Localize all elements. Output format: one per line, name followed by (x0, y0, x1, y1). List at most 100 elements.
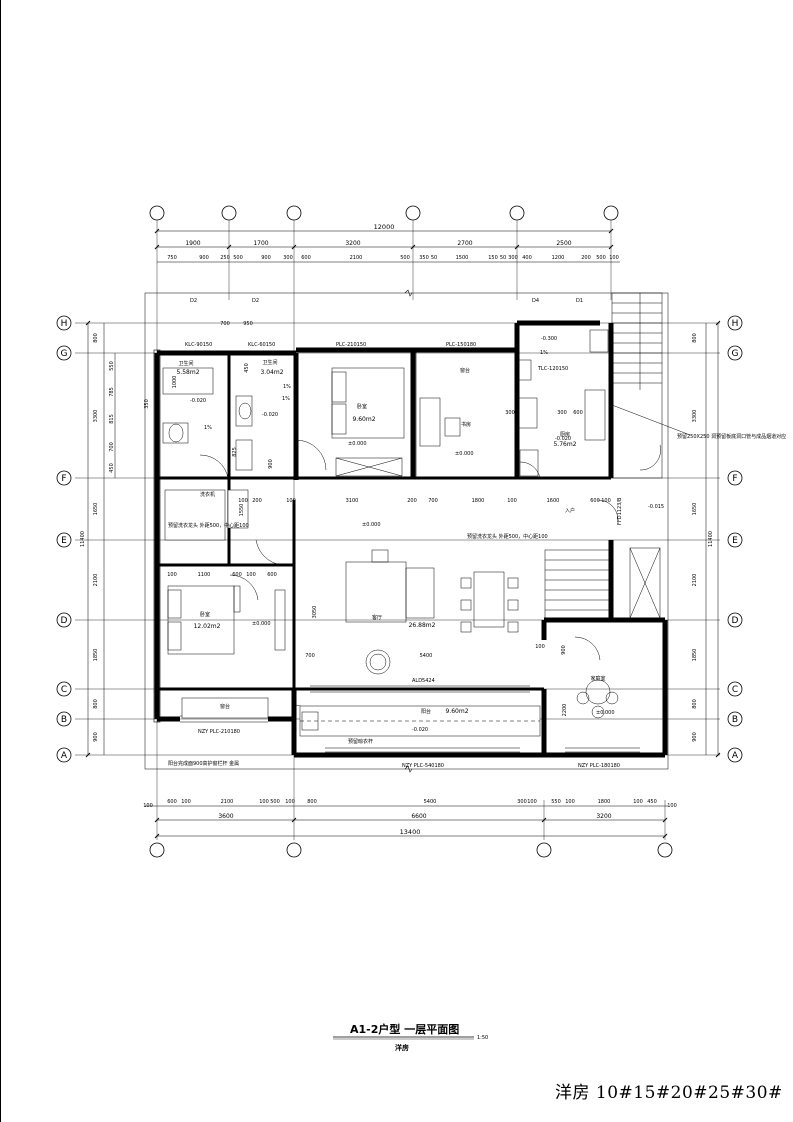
svg-text:450: 450 (109, 463, 115, 473)
svg-text:1000: 1000 (172, 376, 178, 389)
svg-text:300: 300 (508, 255, 518, 261)
svg-text:KLC-90150: KLC-90150 (185, 342, 212, 348)
svg-text:D4: D4 (532, 298, 539, 304)
drawing-subtitle: 洋房 (395, 1043, 409, 1052)
grid-label-g-left: G (61, 349, 68, 359)
svg-text:825: 825 (232, 447, 238, 457)
svg-text:3600: 3600 (218, 813, 233, 820)
svg-text:1650: 1650 (692, 503, 698, 516)
svg-text:±0.000: ±0.000 (455, 451, 474, 457)
svg-text:100: 100 (667, 803, 677, 809)
grid-label-f-right: F (732, 474, 737, 484)
svg-text:2200: 2200 (562, 704, 568, 717)
svg-text:300: 300 (283, 255, 293, 261)
grid-label-e-right: E (732, 536, 738, 546)
interior-dims: 100 200 100 3100 200 700 1800 100 1600 6… (144, 321, 611, 716)
svg-text:600: 600 (590, 498, 600, 504)
svg-text:NZY PLC-540180: NZY PLC-540180 (402, 763, 444, 769)
svg-text:950: 950 (243, 321, 253, 327)
svg-text:PLC-210150: PLC-210150 (336, 342, 366, 348)
drawing-title: A1-2户型 一层平面图 (350, 1022, 459, 1036)
svg-text:50: 50 (500, 255, 506, 261)
svg-text:100: 100 (609, 255, 619, 261)
svg-text:350: 350 (144, 399, 150, 409)
svg-text:900: 900 (561, 645, 567, 655)
svg-text:500: 500 (400, 255, 410, 261)
svg-text:1600: 1600 (547, 498, 560, 504)
svg-text:1550: 1550 (239, 504, 245, 517)
svg-text:200: 200 (581, 255, 591, 261)
svg-text:500: 500 (233, 255, 243, 261)
svg-text:ALD5424: ALD5424 (412, 678, 435, 684)
svg-text:900: 900 (93, 732, 99, 742)
grid-label-h-right: H (732, 319, 739, 329)
svg-text:±0.000: ±0.000 (362, 522, 381, 528)
svg-text:900: 900 (268, 459, 274, 469)
svg-text:5.58m2: 5.58m2 (176, 369, 199, 376)
grid-label-b-left: B (61, 715, 67, 725)
svg-text:50: 50 (431, 255, 437, 261)
dim-bottom-row1: 100 600 100 2100 100 500 100 800 5400 30… (143, 799, 677, 809)
svg-text:FFD1123/B: FFD1123/B (617, 497, 623, 525)
svg-text:±0.000: ±0.000 (596, 710, 615, 716)
svg-text:1850: 1850 (93, 649, 99, 662)
svg-text:入户: 入户 (565, 507, 575, 514)
svg-text:2500: 2500 (556, 240, 571, 247)
svg-text:1500: 1500 (456, 255, 469, 261)
furniture (162, 329, 619, 731)
svg-text:350: 350 (419, 255, 429, 261)
svg-text:250: 250 (220, 255, 230, 261)
grid-label-d-right: D (732, 616, 739, 626)
dim-right: 800 3300 1650 2100 1850 800 900 (692, 333, 698, 742)
building-series-label: 洋房 10#15#20#25#30# (555, 1083, 783, 1103)
svg-text:3.04m2: 3.04m2 (260, 369, 283, 376)
window-tags: PLC-210150 PLC-150180 KLC-90150 KLC-6015… (185, 298, 623, 769)
svg-text:D2: D2 (252, 298, 259, 304)
svg-text:3200: 3200 (345, 240, 360, 247)
svg-text:-0.300: -0.300 (541, 336, 557, 342)
interior-walls (157, 353, 611, 691)
dim-top-row1: 1900 1700 3200 2700 2500 (185, 240, 571, 247)
svg-text:9.60m2: 9.60m2 (445, 708, 468, 715)
svg-text:300: 300 (517, 799, 527, 805)
svg-text:3100: 3100 (346, 498, 359, 504)
svg-text:KLC-60150: KLC-60150 (248, 342, 275, 348)
svg-text:6600: 6600 (411, 813, 426, 820)
svg-text:700: 700 (109, 442, 115, 452)
svg-text:阳台: 阳台 (421, 708, 431, 715)
svg-text:1800: 1800 (598, 799, 611, 805)
svg-text:NZY PLC-180180: NZY PLC-180180 (578, 763, 620, 769)
svg-text:窗台: 窗台 (460, 367, 470, 374)
svg-text:D2: D2 (190, 298, 197, 304)
svg-text:D1: D1 (576, 298, 583, 304)
svg-text:客厅: 客厅 (372, 614, 382, 621)
svg-text:100: 100 (507, 498, 517, 504)
grid-label-g-right: G (732, 349, 739, 359)
svg-text:100: 100 (286, 498, 296, 504)
svg-text:1200: 1200 (552, 255, 565, 261)
svg-text:预留250X250 洞预留板底洞口管与成品烟道对应: 预留250X250 洞预留板底洞口管与成品烟道对应 (677, 433, 786, 440)
svg-text:600: 600 (167, 799, 177, 805)
svg-text:卫生间: 卫生间 (178, 360, 193, 367)
svg-text:5400: 5400 (424, 799, 437, 805)
room-labels: 卫生间 5.58m2 卫生间 3.04m2 卧室 9.60m2 书房 厨房 5.… (176, 359, 605, 715)
svg-text:785: 785 (109, 387, 115, 397)
grid-label-f-left: F (61, 474, 66, 484)
svg-text:±0.000: ±0.000 (252, 621, 271, 627)
svg-text:200: 200 (407, 498, 417, 504)
svg-text:750: 750 (167, 255, 177, 261)
svg-text:-0.020: -0.020 (412, 727, 428, 733)
svg-text:5400: 5400 (420, 653, 433, 659)
wall-outlines (153, 349, 640, 753)
svg-text:100: 100 (535, 644, 545, 650)
svg-text:100: 100 (143, 803, 153, 809)
svg-text:窗台: 窗台 (220, 703, 230, 710)
dimension-ticks (85, 228, 721, 839)
svg-text:100: 100 (601, 498, 611, 504)
svg-text:厨房: 厨房 (560, 431, 570, 438)
svg-text:100: 100 (565, 799, 575, 805)
grid-label-e-left: E (61, 536, 67, 546)
grid-circles-bottom (149, 842, 673, 858)
svg-text:12.02m2: 12.02m2 (194, 623, 221, 630)
